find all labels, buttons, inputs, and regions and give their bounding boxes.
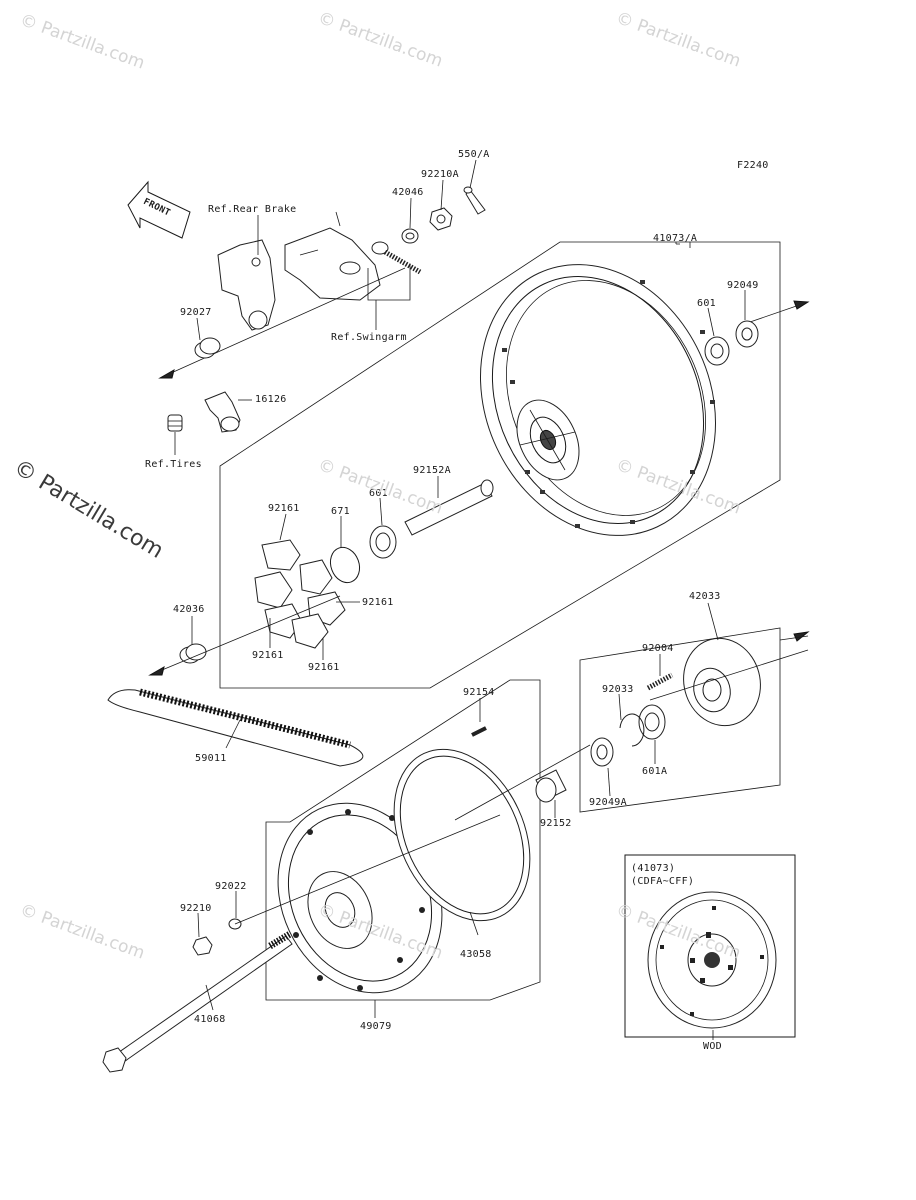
label-92161-b: 92161 — [362, 597, 394, 608]
wheel-41073a — [480, 264, 716, 536]
bolt-92154 — [471, 726, 487, 737]
valve-cap — [167, 414, 183, 432]
label-92152a: 92152A — [413, 465, 451, 476]
label-ref-swingarm: Ref.Swingarm — [331, 332, 407, 343]
label-42036: 42036 — [173, 604, 205, 615]
chain-adjuster — [371, 241, 422, 275]
bearing-601-top — [704, 336, 730, 366]
swingarm-bracket — [284, 227, 381, 301]
label-92154: 92154 — [463, 687, 495, 698]
label-43058: 43058 — [460, 949, 492, 960]
seal-92049 — [735, 320, 759, 348]
drive-belt-59011 — [107, 688, 364, 767]
label-16126: 16126 — [255, 394, 287, 405]
label-42033: 42033 — [689, 591, 721, 602]
axle-41068 — [102, 930, 293, 1073]
label-601a: 601A — [642, 766, 668, 777]
bearing-601-mid — [369, 525, 397, 559]
label-92033: 92033 — [602, 684, 634, 695]
plate-43058 — [393, 748, 531, 922]
hub-42033 — [683, 637, 761, 727]
label-601-mid: 601 — [369, 488, 388, 499]
front-arrow-icon — [127, 180, 191, 239]
label-92161-c: 92161 — [252, 650, 284, 661]
nut-92210a — [429, 207, 453, 231]
washer-42046 — [401, 228, 419, 244]
label-ref-rear-brake: Ref.Rear Brake — [208, 204, 297, 215]
rear-brake-bracket — [217, 239, 276, 331]
cotter-pin-550a — [463, 186, 486, 215]
label-92022: 92022 — [215, 881, 247, 892]
label-42046: 42046 — [392, 187, 424, 198]
label-92049a: 92049A — [589, 797, 627, 808]
label-671: 671 — [331, 506, 350, 517]
label-92161-a: 92161 — [268, 503, 300, 514]
label-92152: 92152 — [540, 818, 572, 829]
label-601-top: 601 — [697, 298, 716, 309]
collar-92027 — [194, 337, 221, 359]
inset-box — [624, 854, 796, 1038]
label-41073a: 41073/A — [653, 233, 698, 244]
label-550a: 550/A — [458, 149, 490, 160]
stud-92004 — [646, 672, 674, 691]
label-92049: 92049 — [727, 280, 759, 291]
inset-wheel — [647, 891, 777, 1029]
label-ref-tires: Ref.Tires — [145, 459, 202, 470]
seal-92049a — [590, 737, 614, 767]
label-92027: 92027 — [180, 307, 212, 318]
label-41068: 41068 — [194, 1014, 226, 1025]
damper-rubbers-92161 — [254, 539, 346, 649]
label-92210: 92210 — [180, 903, 212, 914]
collar-42036 — [179, 643, 207, 664]
circlip-92033 — [619, 713, 645, 747]
inset-range-label: (CDFA~CFF) — [631, 876, 695, 887]
label-92161-d: 92161 — [308, 662, 340, 673]
label-92210a: 92210A — [421, 169, 459, 180]
nut-92210 — [192, 936, 213, 956]
inset-caption: WOD — [703, 1041, 722, 1052]
spacer-92152a — [404, 479, 494, 536]
diagram-code: F2240 — [737, 160, 769, 171]
label-59011: 59011 — [195, 753, 227, 764]
leader-lines — [174, 159, 746, 1040]
label-92004: 92004 — [642, 643, 674, 654]
collar-92152 — [535, 769, 567, 803]
label-49079: 49079 — [360, 1021, 392, 1032]
valve-16126 — [204, 391, 241, 433]
bearing-601a — [638, 704, 666, 740]
inset-part-label: (41073) — [631, 863, 676, 874]
o-ring-671 — [329, 546, 361, 584]
